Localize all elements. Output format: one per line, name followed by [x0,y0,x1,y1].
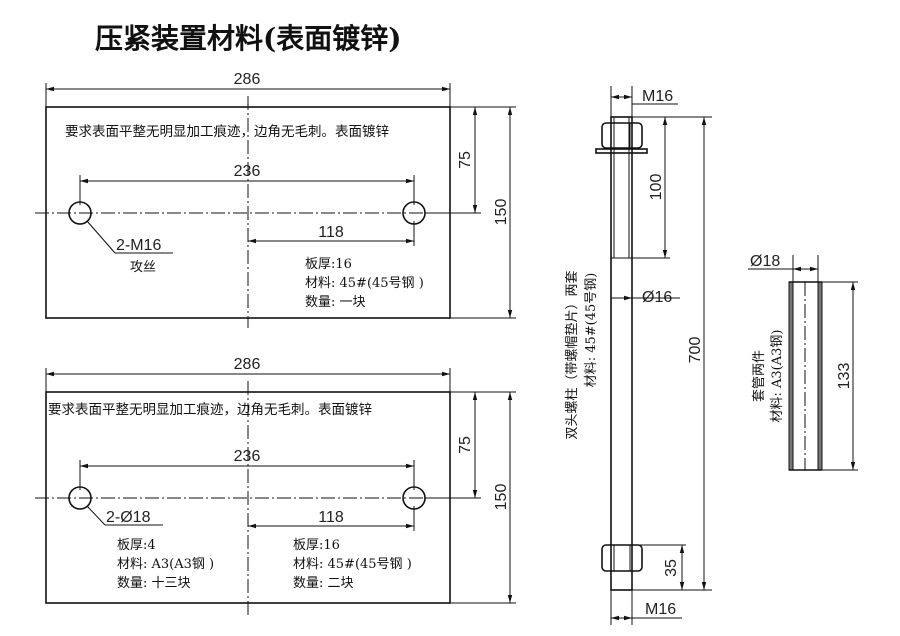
note-left-quantity: 数量: 十三块 [117,576,191,591]
height-dim-label: 150 [493,199,510,226]
sleeve-wall-right [817,281,823,471]
dimension-lines [45,83,856,621]
width-dim-label: 286 [234,356,261,373]
arrowhead [701,117,707,125]
arrowhead [507,107,513,115]
plate-2: 要求表面平整无明显加工痕迹，边角无毛刺。表面镀锌 286 236 118 75 … [35,356,510,615]
arrowhead [611,94,619,100]
arrowhead [662,250,668,258]
nut-body [601,122,643,149]
note-quantity: 数量: 一块 [305,295,366,310]
bottom-length-dim-label: 35 [663,559,680,577]
hole-spacing-dim-label: 236 [234,163,261,180]
arrowhead [624,94,632,100]
hole-label: 2-M16 [116,237,161,254]
note-material: 材料: 45#(45号钢 ) [305,276,424,291]
arrowhead [624,295,632,301]
top-nut [595,122,648,154]
bottom-thread-dim-label: M16 [645,601,676,618]
note-left-material: 材料: A3(A3钢 ) [117,557,214,572]
arrowhead [507,595,513,603]
requirement-text: 要求表面平整无明显加工痕迹，边角无毛刺。表面镀锌 [65,123,389,140]
bottom-nut [601,544,643,572]
note-right-material: 材料: 45#(45号钢 ) [293,557,412,572]
arrowhead [472,392,478,400]
hole-label: 2-Ø18 [106,509,151,526]
arrowhead [850,462,856,470]
arrowhead [507,392,513,400]
height-dim-label: 150 [493,484,510,511]
stud-shaft [610,116,633,591]
length-dim-label: 700 [687,337,704,364]
arrowhead [472,490,478,498]
hole-note: 攻丝 [130,260,156,275]
hole-leader [86,220,116,254]
arrowhead [80,463,88,469]
note-right-thickness: 板厚:16 [293,538,340,553]
arrowhead [810,266,818,272]
drawing-title: 压紧装置材料(表面镀锌) [95,22,402,55]
nut-body [601,544,643,572]
stud-material: 材料: 45#(45号钢) [584,273,599,388]
plate-1: 要求表面平整无明显加工痕迹，边角无毛刺。表面镀锌 286 236 118 75 … [35,71,510,328]
hole-spacing-dim-label: 236 [234,448,261,465]
hole-leader [86,505,106,526]
sleeve-length-dim-label: 133 [836,363,853,390]
note-right-quantity: 数量: 二块 [293,576,354,591]
width-dim-label: 286 [234,71,261,88]
arrowhead [472,107,478,115]
arrowhead [793,266,801,272]
half-height-dim-label: 75 [457,151,474,169]
stud-label: 双头螺柱（带螺帽垫片）两套 [564,270,580,439]
arrowhead [442,371,450,377]
arrowhead [624,615,632,621]
note-thickness: 板厚:16 [305,257,352,272]
note-left-thickness: 板厚:4 [117,538,156,553]
arrowhead [248,523,256,529]
arrowhead [850,282,856,290]
arrowhead [406,238,414,244]
arrowhead [507,310,513,318]
arrowhead [679,582,685,590]
arrowhead [248,238,256,244]
arrowhead [442,86,450,92]
stud-bolt: M16 M16 Ø16 100 700 35 双头螺柱（带螺帽垫片）两套 材料:… [564,86,712,625]
arrowhead [406,178,414,184]
sleeve-diameter-dim-label: Ø18 [750,253,780,270]
arrowhead [46,86,54,92]
thread-length-dim-label: 100 [648,174,665,201]
arrowhead [679,545,685,553]
arrowhead [80,178,88,184]
requirement-text: 要求表面平整无明显加工痕迹，边角无毛刺。表面镀锌 [48,401,372,418]
sleeve-label: 套管两件 [751,350,767,402]
arrowhead [406,523,414,529]
arrowhead [46,371,54,377]
arrowhead [662,117,668,125]
arrowhead [611,615,619,621]
sleeve-material: 材料: A3(A3钢) [770,330,785,423]
sleeve-tube: Ø18 133 套管两件 材料: A3(A3钢) [750,253,858,471]
half-spacing-dim-label: 118 [318,509,344,526]
arrowhead [406,463,414,469]
sleeve-wall-left [788,281,794,471]
half-spacing-dim-label: 118 [318,224,344,241]
washer [595,148,648,154]
half-height-dim-label: 75 [457,436,474,454]
arrowhead [472,205,478,213]
top-thread-dim-label: M16 [642,88,673,105]
arrowhead [701,582,707,590]
